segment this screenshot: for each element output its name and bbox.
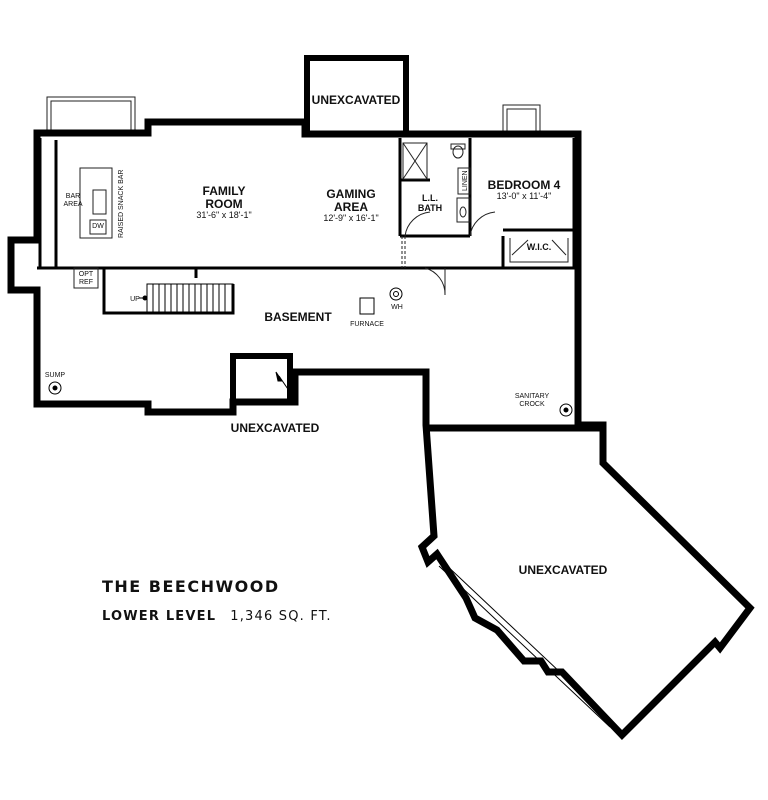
basement-label: BASEMENT bbox=[264, 310, 332, 324]
fixtures bbox=[48, 287, 573, 417]
unexcavated-big-label: UNEXCAVATED bbox=[519, 563, 608, 577]
wic-label: W.I.C. bbox=[527, 242, 552, 252]
plan-subtitle: LOWER LEVEL 1,346 SQ. FT. bbox=[102, 609, 332, 624]
unexcavated-top-box bbox=[304, 55, 409, 137]
bath-label-2: BATH bbox=[418, 203, 442, 213]
gaming-area-label-2: AREA bbox=[334, 200, 368, 214]
plan-title: THE BEECHWOOD bbox=[102, 577, 280, 596]
gaming-area-label-1: GAMING bbox=[326, 187, 375, 201]
unexcavated-top-label: UNEXCAVATED bbox=[312, 93, 401, 107]
bar-area-label-1: BAR bbox=[66, 193, 80, 200]
unexcavated-mid-label: UNEXCAVATED bbox=[231, 421, 320, 435]
area-label: 1,346 SQ. FT. bbox=[230, 609, 332, 624]
bath-label-1: L.L. bbox=[422, 193, 438, 203]
family-room-label-1: FAMILY bbox=[203, 184, 246, 198]
linen-label: LINEN bbox=[462, 170, 469, 191]
opt-ref-label-2: REF bbox=[79, 279, 93, 286]
stairs bbox=[139, 283, 234, 313]
gaming-area-dim: 12'-9" x 16'-1" bbox=[323, 213, 378, 223]
big-area-windows bbox=[438, 561, 615, 728]
bedroom-label: BEDROOM 4 bbox=[488, 178, 561, 192]
snack-bar-label: RAISED SNACK BAR bbox=[118, 170, 125, 238]
bedroom-dim: 13'-0" x 11'-4" bbox=[497, 191, 552, 201]
dw-label: DW bbox=[92, 223, 104, 230]
bar-area-label-2: AREA bbox=[63, 201, 82, 208]
up-label: UP bbox=[130, 296, 140, 303]
opt-ref-label-1: OPT bbox=[79, 271, 94, 278]
interior-walls bbox=[37, 138, 578, 315]
sanitary-label-1: SANITARY bbox=[515, 393, 550, 400]
level-label: LOWER LEVEL bbox=[102, 609, 217, 624]
furnace-label: FURNACE bbox=[350, 321, 384, 328]
family-room-dim: 31'-6" x 18'-1" bbox=[196, 210, 251, 220]
wh-label: WH bbox=[391, 304, 403, 311]
thin-lines bbox=[73, 142, 569, 296]
unexcavated-notch bbox=[230, 353, 293, 405]
sump-label: SUMP bbox=[45, 372, 66, 379]
family-room-label-2: ROOM bbox=[205, 197, 242, 211]
sanitary-label-2: CROCK bbox=[519, 401, 545, 408]
